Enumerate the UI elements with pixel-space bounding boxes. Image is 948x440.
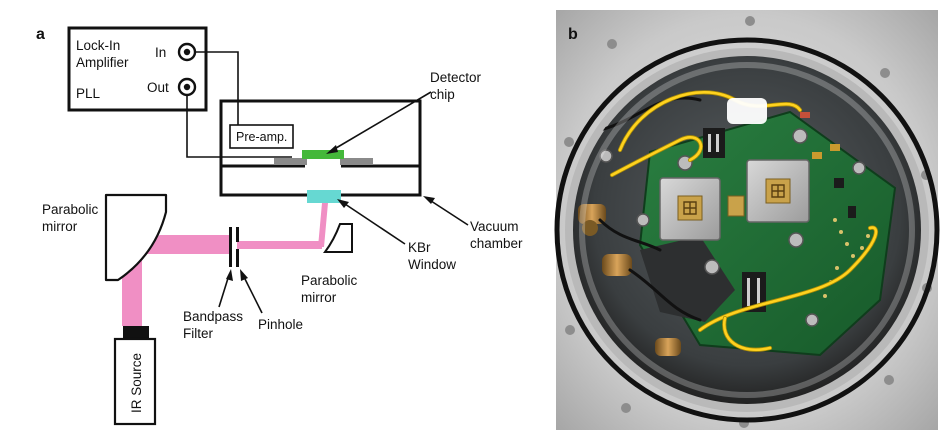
beam-filter-to-mirror bbox=[237, 241, 322, 249]
yellow-wire-1 bbox=[618, 91, 802, 152]
lockin-amplifier: Lock-In Amplifier PLL In Out bbox=[67, 26, 208, 112]
detector-arrowhead bbox=[326, 145, 338, 154]
parabolic-left-label-line1: Parabolic bbox=[42, 202, 99, 217]
yellow-wire-4 bbox=[722, 316, 772, 351]
chamber-photo: b bbox=[554, 10, 940, 430]
pinhole-upper bbox=[236, 227, 239, 242]
detector-pattern-left bbox=[683, 201, 697, 215]
pinhole-arrowhead bbox=[240, 269, 248, 281]
detector-arrow bbox=[330, 91, 432, 152]
kbr-window bbox=[307, 190, 341, 203]
left-parabolic-mirror bbox=[104, 193, 168, 282]
right-parabolic-mirror bbox=[323, 223, 353, 253]
black-wire-1 bbox=[598, 96, 702, 132]
bandpass-arrow bbox=[218, 274, 230, 308]
kbr-arrow bbox=[341, 201, 406, 245]
chip-substrate-right bbox=[340, 158, 373, 165]
red-wire-marker bbox=[800, 112, 810, 118]
vacuum-label-line2: chamber bbox=[470, 236, 523, 251]
preamp-label: Pre-amp. bbox=[236, 130, 287, 144]
connector-pins bbox=[708, 134, 760, 306]
lockin-box bbox=[67, 26, 208, 112]
preamp-box bbox=[229, 124, 294, 149]
kbr-label-line2: Window bbox=[408, 257, 456, 272]
pinhole-arrow bbox=[242, 274, 263, 314]
yellow-wire-2 bbox=[610, 136, 703, 177]
kbr-arrowhead bbox=[337, 199, 349, 208]
lockin-label-line1: Lock-In bbox=[76, 38, 120, 53]
parabolic-left-label-line2: mirror bbox=[42, 219, 78, 234]
detector-chip bbox=[302, 150, 344, 159]
bandpass-filter bbox=[229, 227, 232, 267]
brass-feedthroughs bbox=[578, 204, 681, 356]
black-wire-3 bbox=[628, 268, 702, 322]
pll-label: PLL bbox=[76, 86, 101, 101]
ir-source-label: IR Source bbox=[129, 353, 144, 413]
vacuum-label-line1: Vacuum bbox=[470, 219, 519, 234]
oring bbox=[554, 37, 940, 423]
bandpass-label-line2: Filter bbox=[183, 326, 214, 341]
beam-mirror-to-window bbox=[318, 203, 328, 247]
vacuum-chamber: Pre-amp. bbox=[219, 99, 422, 203]
pinhole-label: Pinhole bbox=[258, 317, 303, 332]
output-connector-pin bbox=[183, 83, 191, 91]
ir-source-box bbox=[113, 337, 157, 426]
ir-source-nozzle bbox=[123, 326, 149, 339]
parabolic-right-label-line2: mirror bbox=[301, 290, 337, 305]
schematic-panel: a Lock-In Amplifier PLL In Out Pre-amp. bbox=[36, 26, 523, 426]
input-signal-wire bbox=[195, 51, 239, 125]
pinhole-lower bbox=[236, 249, 239, 267]
bandpass-arrowhead bbox=[226, 269, 233, 281]
output-reference-wire bbox=[186, 95, 292, 158]
panel-label-a: a bbox=[36, 26, 45, 43]
center-chip bbox=[727, 195, 745, 217]
panel-label-b: b bbox=[568, 26, 578, 43]
black-wire-2 bbox=[598, 218, 662, 252]
chip-substrate-left bbox=[274, 158, 307, 165]
detector-label-line1: Detector bbox=[430, 70, 482, 85]
input-label: In bbox=[155, 45, 166, 60]
detector-label-line2: chip bbox=[430, 87, 455, 102]
parabolic-right-label-line1: Parabolic bbox=[301, 273, 358, 288]
yellow-wire-3 bbox=[698, 226, 878, 332]
detector-pattern-right bbox=[771, 184, 785, 198]
kbr-label-line1: KBr bbox=[408, 240, 431, 255]
glass-reflection bbox=[579, 62, 915, 398]
base-plate bbox=[640, 236, 735, 322]
output-label: Out bbox=[147, 80, 169, 95]
input-connector-pin bbox=[183, 48, 191, 56]
lockin-label-line2: Amplifier bbox=[76, 55, 129, 70]
vacuum-arrowhead bbox=[423, 196, 435, 204]
glare-highlight bbox=[727, 98, 767, 124]
bandpass-label-line1: Bandpass bbox=[183, 309, 243, 324]
chamber-interior bbox=[578, 90, 897, 357]
vacuum-arrow bbox=[427, 198, 469, 226]
connector-top bbox=[703, 128, 725, 158]
smd-components bbox=[812, 144, 856, 218]
standoff-screws bbox=[599, 128, 866, 327]
